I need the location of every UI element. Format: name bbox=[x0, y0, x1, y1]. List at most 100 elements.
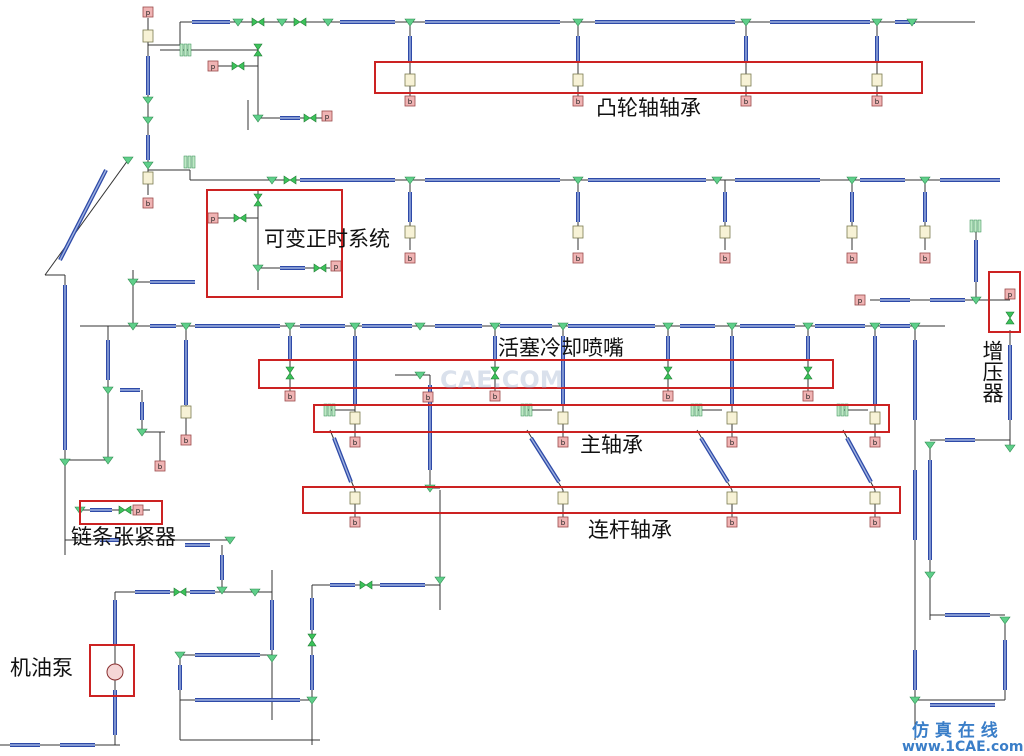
highlight-piston-cooling-jet bbox=[258, 359, 834, 389]
pipe-connector bbox=[977, 219, 982, 233]
boundary-node-letter: b bbox=[730, 439, 735, 447]
label-piston-cooling-jet: 活塞冷却喷嘴 bbox=[498, 336, 624, 360]
junction bbox=[266, 654, 278, 663]
valve bbox=[253, 43, 263, 57]
junction bbox=[1004, 444, 1016, 453]
valve bbox=[293, 17, 307, 27]
junction bbox=[174, 651, 186, 660]
junction bbox=[924, 571, 936, 580]
boundary-node-letter: b bbox=[923, 255, 928, 263]
boundary-node-letter: p bbox=[1008, 291, 1013, 299]
boundary-node-letter: b bbox=[744, 98, 749, 106]
boundary-node-box bbox=[919, 252, 931, 264]
pipe-core bbox=[59, 169, 107, 261]
wire-line bbox=[44, 159, 129, 276]
junction bbox=[802, 322, 814, 331]
highlight-main-bearing bbox=[313, 404, 890, 433]
valve bbox=[1005, 311, 1015, 325]
junction bbox=[252, 114, 264, 123]
pipe-connector bbox=[969, 219, 974, 233]
boundary-node-box bbox=[869, 436, 881, 448]
bearing-block bbox=[871, 73, 883, 87]
watermark-corner-bottom: www.1CAE.com bbox=[902, 739, 1024, 755]
boundary-node-letter: p bbox=[146, 9, 151, 17]
highlight-chain-tensioner bbox=[79, 500, 163, 525]
pipe-core bbox=[846, 437, 872, 483]
boundary-node-box bbox=[871, 95, 883, 107]
boundary-node-letter: b bbox=[146, 200, 151, 208]
junction bbox=[414, 322, 426, 331]
bearing-block bbox=[557, 491, 569, 505]
bearing-block bbox=[557, 411, 569, 425]
pipe-core bbox=[530, 437, 560, 483]
boundary-node-letter: b bbox=[576, 98, 581, 106]
boundary-node-box bbox=[142, 6, 154, 18]
highlight-camshaft-bearing bbox=[374, 61, 923, 94]
junction-nodes bbox=[59, 18, 1016, 705]
boundary-node-letter: b bbox=[408, 255, 413, 263]
boundary-node-box bbox=[854, 294, 866, 306]
bearing-block bbox=[740, 73, 752, 87]
boundary-node-letter: b bbox=[158, 463, 163, 471]
junction bbox=[711, 176, 723, 185]
bearing-block bbox=[869, 411, 881, 425]
label-oil-pump: 机油泵 bbox=[10, 656, 73, 680]
label-vvt-system: 可变正时系统 bbox=[264, 227, 390, 251]
bearing-block bbox=[726, 411, 738, 425]
label-camshaft-bearing: 凸轮轴轴承 bbox=[596, 96, 701, 120]
boundary-node-box bbox=[142, 197, 154, 209]
boundary-node-box bbox=[321, 110, 333, 122]
pipe-core bbox=[333, 437, 352, 483]
pipe-connector bbox=[187, 155, 192, 169]
junction bbox=[249, 588, 261, 597]
boundary-node-box bbox=[726, 516, 738, 528]
valve bbox=[251, 17, 265, 27]
boundary-node-letter: b bbox=[561, 519, 566, 527]
boundary-node-box bbox=[489, 390, 501, 402]
junction bbox=[59, 458, 71, 467]
pipe-segments bbox=[10, 20, 1012, 747]
boundary-node-letter: b bbox=[666, 393, 671, 401]
junction bbox=[999, 616, 1011, 625]
bearing-block bbox=[349, 491, 361, 505]
junction bbox=[489, 322, 501, 331]
boundary-node-box bbox=[422, 391, 434, 403]
highlight-conrod-bearing bbox=[302, 486, 901, 514]
pipe-connector bbox=[183, 43, 188, 57]
junction bbox=[906, 18, 918, 27]
boundary-node-box bbox=[802, 390, 814, 402]
junction bbox=[284, 322, 296, 331]
junction bbox=[404, 18, 416, 27]
boundary-node-letter: b bbox=[850, 255, 855, 263]
junction bbox=[322, 18, 334, 27]
junction bbox=[216, 586, 228, 595]
junction bbox=[306, 696, 318, 705]
junction bbox=[127, 322, 139, 331]
boundary-node-letter: b bbox=[353, 439, 358, 447]
boundary-node-box bbox=[349, 436, 361, 448]
boundary-node-box bbox=[572, 95, 584, 107]
junction bbox=[266, 176, 278, 185]
boundary-node-letter: b bbox=[408, 98, 413, 106]
boundary-node-letter: b bbox=[493, 393, 498, 401]
valve bbox=[283, 175, 297, 185]
junction bbox=[869, 322, 881, 331]
boundary-node-box bbox=[572, 252, 584, 264]
junction bbox=[572, 176, 584, 185]
boundary-node-letter: b bbox=[288, 393, 293, 401]
bearing-block bbox=[142, 171, 154, 185]
label-conrod-bearing: 连杆轴承 bbox=[588, 518, 672, 542]
pipe-connector bbox=[179, 43, 184, 57]
pipe-connector bbox=[183, 155, 188, 169]
valve bbox=[313, 263, 327, 273]
valve bbox=[490, 366, 500, 380]
valve bbox=[173, 587, 187, 597]
valve bbox=[359, 580, 373, 590]
junction bbox=[919, 176, 931, 185]
bearing-block bbox=[404, 73, 416, 87]
boundary-node-box bbox=[726, 436, 738, 448]
pipe-connector bbox=[973, 219, 978, 233]
bearing-block bbox=[719, 225, 731, 239]
boundary-node-letter: b bbox=[873, 519, 878, 527]
